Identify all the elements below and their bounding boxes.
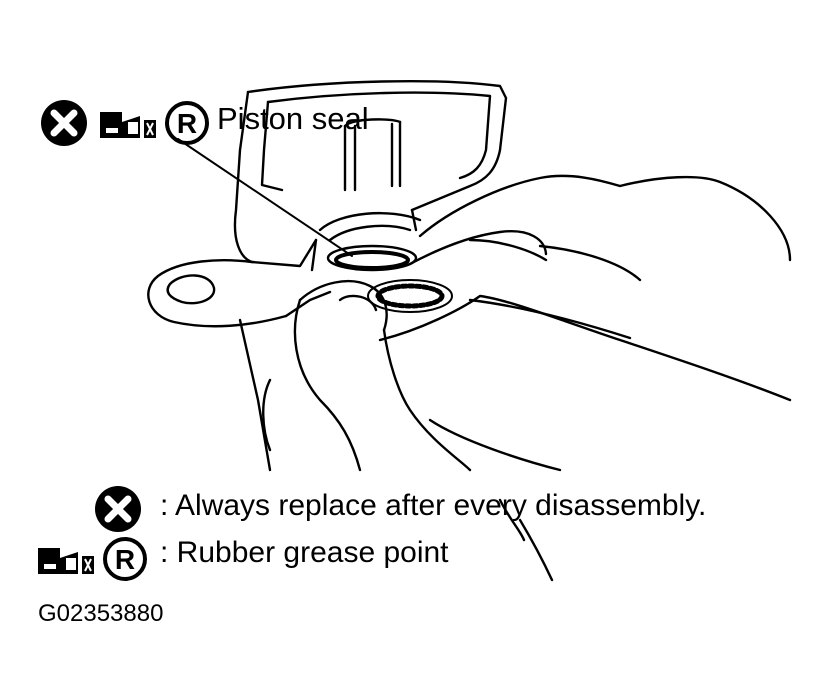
hand <box>262 174 792 582</box>
caliper-body <box>147 80 508 472</box>
svg-text:R: R <box>177 108 197 139</box>
svg-text:R: R <box>115 544 135 575</box>
legend-grease-text: : Rubber grease point <box>160 536 449 569</box>
piston-seal-label: Piston seal <box>217 101 369 136</box>
r-circle-icon: R <box>165 101 209 145</box>
replace-icon <box>41 100 87 146</box>
r-circle-icon: R <box>103 537 147 581</box>
grease-gun-icon <box>38 548 94 574</box>
piston-seal <box>326 244 453 313</box>
grease-gun-icon <box>100 112 156 138</box>
callout-leader-line <box>177 138 353 257</box>
figure-id: G02353880 <box>38 600 164 627</box>
replace-icon <box>95 486 141 532</box>
legend-replace-text: : Always replace after every disassembly… <box>160 489 707 522</box>
